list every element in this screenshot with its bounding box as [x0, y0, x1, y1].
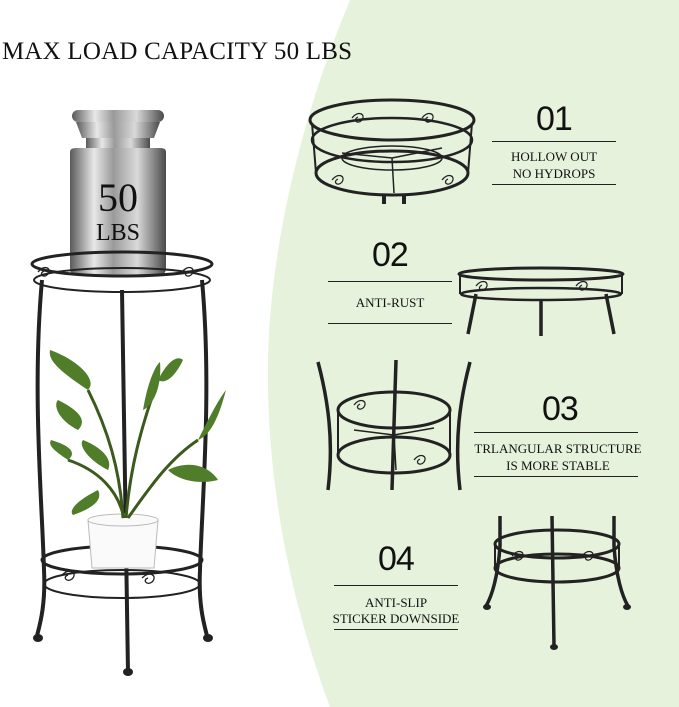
feature-2-divider-top — [328, 281, 452, 282]
feature-2-divider-bottom — [328, 323, 452, 324]
feature-3-line2: IS MORE STABLE — [506, 458, 610, 473]
feature-4-divider-top — [334, 585, 458, 586]
feature-3-divider-bottom — [474, 476, 638, 477]
page-title: MAX LOAD CAPACITY 50 LBS — [2, 38, 353, 65]
feature-2-line1: ANTI-RUST — [355, 295, 425, 310]
feature-4-number: 04 — [378, 540, 415, 578]
stand-rim-icon — [457, 266, 625, 336]
feature-1-divider-bottom — [492, 184, 616, 185]
feature-4-line2: STICKER DOWNSIDE — [332, 611, 460, 626]
feature-2-number: 02 — [372, 236, 409, 274]
plant-stand-icon — [30, 250, 214, 676]
feature-4-line1: ANTI-SLIP — [364, 595, 428, 610]
feature-4-divider-bottom — [334, 629, 458, 630]
feature-1-line1: HOLLOW OUT — [510, 149, 598, 164]
plant-icon — [49, 350, 226, 569]
weight-value: 50 — [98, 175, 138, 220]
stand-base-icon — [483, 515, 631, 650]
feature-1-divider-top — [492, 141, 616, 142]
weight-icon: 50 LBS — [66, 108, 170, 278]
tray-top-icon — [308, 98, 476, 204]
weight-unit: LBS — [95, 220, 140, 246]
feature-3-divider-top — [474, 432, 638, 433]
feature-3-line1: TRLANGULAR STRUCTURE — [474, 441, 642, 456]
feature-1-line2: NO HYDROPS — [512, 166, 596, 181]
feature-3-number: 03 — [542, 390, 579, 428]
stand-low-angle-icon — [316, 359, 472, 491]
feature-1-number: 01 — [536, 100, 573, 138]
